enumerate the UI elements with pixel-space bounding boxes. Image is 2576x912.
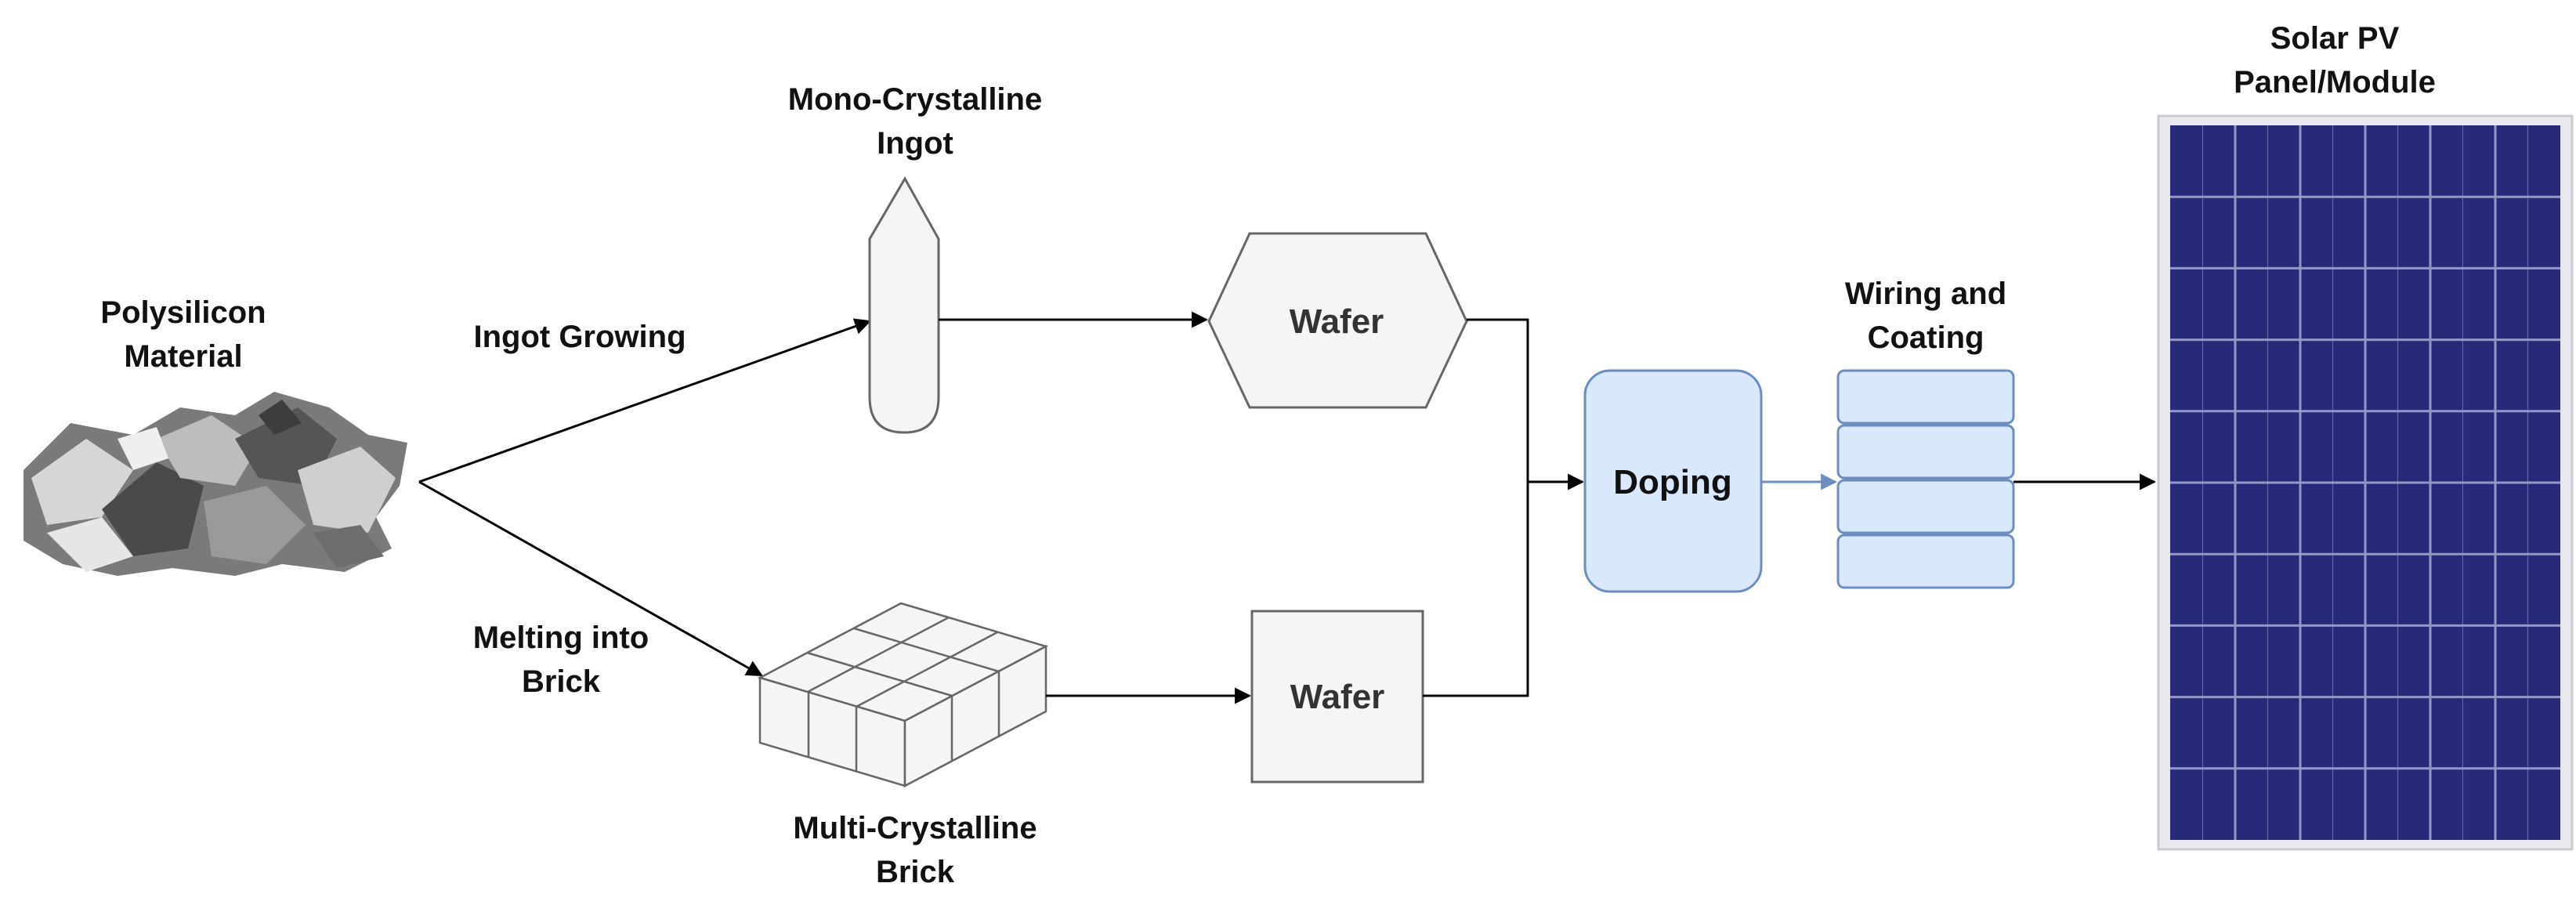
mono-ingot-shape	[868, 176, 940, 434]
polysilicon-rocks-image	[24, 392, 407, 576]
wafer-top-connector	[1467, 318, 1529, 482]
wiring-layer-3	[1836, 479, 2015, 534]
melting-label-line2: Brick	[522, 664, 601, 699]
solar-label-line2: Panel/Module	[2234, 65, 2436, 100]
multi-brick-label-line2: Brick	[876, 855, 955, 889]
solar-label-line1: Solar PV	[2270, 21, 2400, 56]
doping-label: Doping	[1613, 463, 1732, 501]
wiring-label-line1: Wiring and	[1845, 277, 2006, 311]
wafer-bottom-connector	[1423, 482, 1529, 697]
polysilicon-label-line2: Material	[124, 339, 242, 374]
wafer-bottom-label: Wafer	[1290, 678, 1385, 716]
wiring-coating-stack[interactable]	[1836, 369, 2015, 589]
melting-label-line1: Melting into	[473, 621, 649, 655]
polysilicon-label-line1: Polysilicon	[100, 295, 266, 330]
wafer-top-shape[interactable]	[1207, 232, 1468, 409]
multi-brick-label-line1: Multi-Crystalline	[793, 811, 1037, 845]
wiring-layer-2	[1836, 424, 2015, 480]
wiring-layer-4	[1836, 534, 2015, 589]
wiring-label-line2: Coating	[1868, 320, 1984, 355]
wafer-bottom-shape[interactable]	[1250, 610, 1424, 784]
mono-ingot-label-line2: Ingot	[877, 126, 953, 161]
mono-ingot-label-line1: Mono-Crystalline	[788, 82, 1042, 117]
wiring-layer-1	[1836, 369, 2015, 425]
melting-arrow	[418, 480, 763, 677]
multi-brick-shape	[757, 602, 1049, 788]
wafer-top-label: Wafer	[1290, 302, 1384, 341]
solar-panel-image	[2157, 114, 2574, 851]
ingot-growing-arrow	[418, 318, 871, 483]
ingot-growing-label: Ingot Growing	[473, 320, 686, 354]
